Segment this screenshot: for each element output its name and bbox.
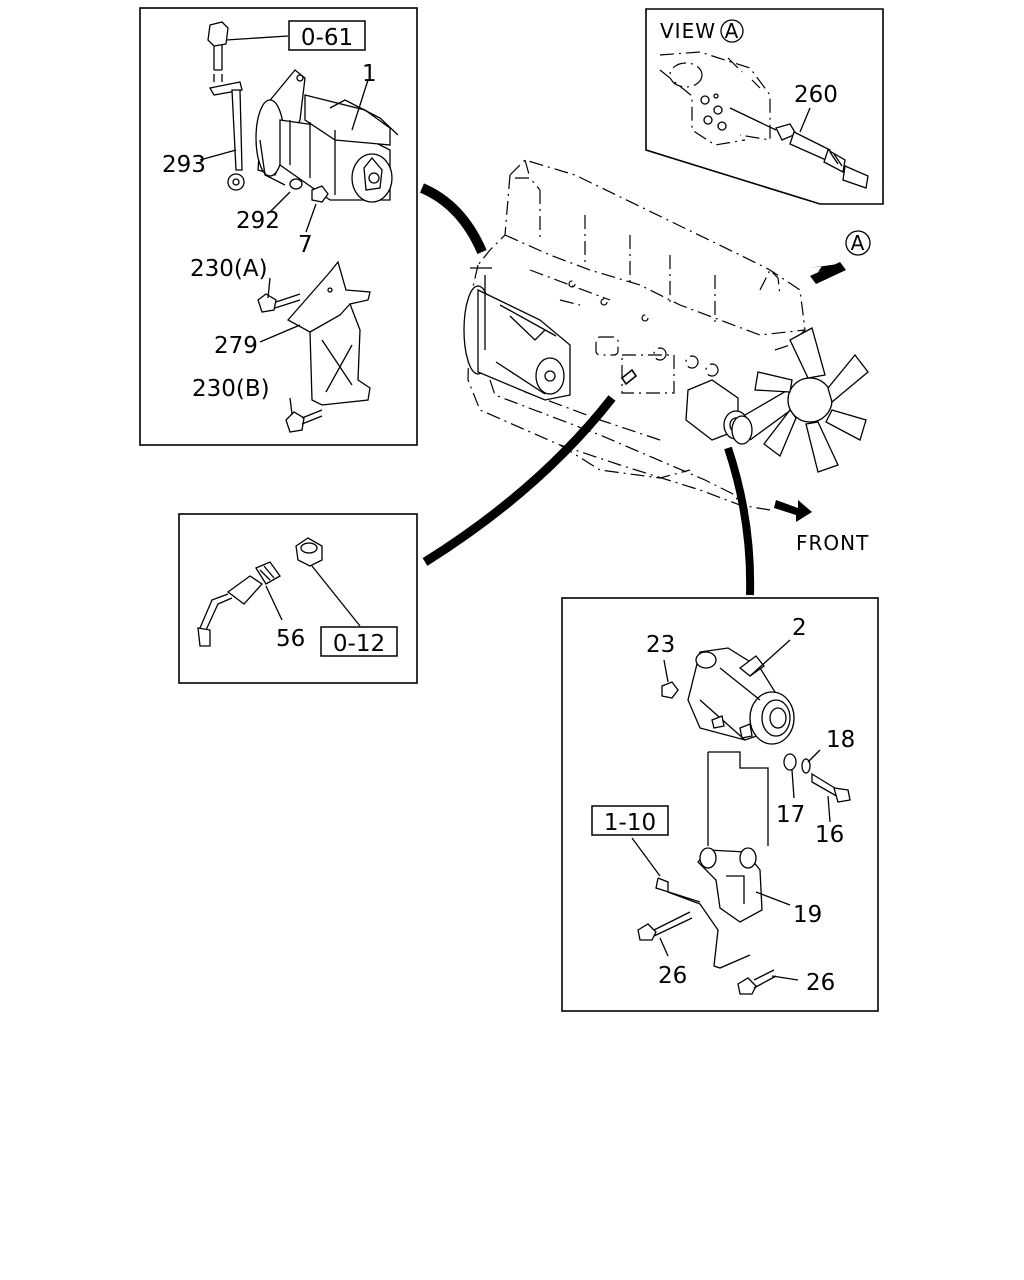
- alternator: [687, 647, 795, 745]
- part-label-230b: 230(B): [192, 376, 270, 402]
- alternator-detail-panel: 2 23 18 17 16 1-10 19 26 26: [561, 597, 879, 1012]
- part-label-7: 7: [298, 232, 313, 258]
- ref-label-0-61: 0-61: [301, 25, 353, 51]
- starter-detail-panel: 0-61 1 293 292 7 230(A) 279 230(B): [139, 7, 418, 446]
- part-label-56: 56: [276, 626, 305, 652]
- part-label-17: 17: [776, 802, 805, 828]
- cooling-fan: [754, 327, 869, 473]
- part-label-260: 260: [794, 82, 838, 108]
- part-label-23: 23: [646, 632, 675, 658]
- ref-label-0-12: 0-12: [333, 631, 385, 657]
- part-label-18: 18: [826, 727, 855, 753]
- part-label-279: 279: [214, 333, 258, 359]
- part-label-26-right: 26: [806, 970, 835, 996]
- alternator-callout-curve: [724, 446, 755, 596]
- front-direction-arrow: FRONT: [774, 500, 869, 555]
- starter-motor: [255, 69, 399, 203]
- view-a-detail-panel: VIEW A 260: [645, 8, 884, 205]
- part-label-2: 2: [792, 615, 807, 641]
- sensor-detail-panel: 56 0-12: [178, 513, 418, 684]
- alternator-bracket: [697, 847, 763, 923]
- engine-starter-small: [463, 267, 571, 401]
- view-arrow-label: A: [851, 231, 866, 255]
- starter-callout-curve: [419, 183, 487, 255]
- part-label-292: 292: [236, 208, 280, 234]
- view-title-circle: A: [725, 19, 740, 43]
- part-label-16: 16: [815, 822, 844, 848]
- part-label-19: 19: [793, 902, 822, 928]
- view-direction-arrow: A: [810, 230, 871, 284]
- part-label-293: 293: [162, 152, 206, 178]
- sensor-callout-curve: [422, 395, 616, 566]
- starter-bracket: [286, 260, 371, 406]
- part-label-26-left: 26: [658, 963, 687, 989]
- engine-block-illustration: [463, 159, 869, 511]
- sensor-260: [775, 123, 869, 189]
- part-label-1: 1: [362, 61, 377, 87]
- view-title: VIEW: [660, 19, 716, 43]
- ref-label-1-10: 1-10: [604, 810, 656, 836]
- front-label: FRONT: [796, 531, 869, 555]
- part-label-230a: 230(A): [190, 256, 268, 282]
